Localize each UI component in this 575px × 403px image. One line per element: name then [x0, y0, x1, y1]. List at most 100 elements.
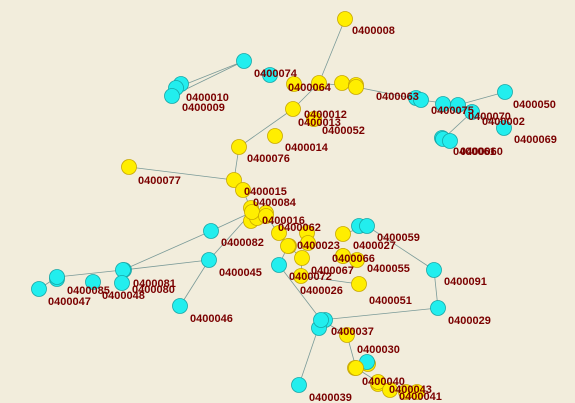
node-label: 0400029: [448, 315, 491, 327]
graph-node-0400045[interactable]: [201, 252, 217, 268]
node-label: 0400008: [352, 25, 395, 37]
graph-node-0400069[interactable]: [496, 120, 512, 136]
graph-node-0400070[interactable]: [450, 97, 466, 113]
graph-node-0400060[interactable]: [442, 133, 458, 149]
node-label: 0400043: [389, 384, 432, 396]
graph-edge: [122, 230, 212, 271]
graph-node-0400085[interactable]: [49, 269, 65, 285]
node-label: 0400040: [362, 376, 405, 388]
graph-edge: [56, 269, 124, 278]
node-label: 0400075: [431, 105, 474, 117]
graph-edge: [366, 225, 435, 271]
node-label: 0400023: [297, 240, 340, 252]
graph-node-0400015[interactable]: [226, 172, 242, 188]
node-label: 0400046: [190, 313, 233, 325]
graph-node-0400012[interactable]: [285, 101, 301, 117]
graph-nodes: [31, 11, 513, 400]
graph-node-0400064[interactable]: [311, 75, 327, 91]
graph-node-0400027[interactable]: [335, 226, 351, 242]
node-label: 0400010: [186, 92, 229, 104]
graph-node-0400055[interactable]: [349, 252, 365, 268]
graph-node[interactable]: [300, 235, 316, 251]
graph-node-0400077[interactable]: [121, 159, 137, 175]
node-label: 0400052: [322, 125, 365, 137]
node-label: 0400072: [289, 271, 332, 283]
node-label: 0400048: [102, 290, 145, 302]
graph-node-0400080[interactable]: [114, 275, 130, 291]
node-label: 0400013: [298, 117, 341, 129]
node-label: 0400080: [132, 284, 175, 296]
node-label: 0400077: [138, 175, 181, 187]
node-label: 0400069: [514, 134, 557, 146]
graph-node-0400072[interactable]: [271, 257, 287, 273]
graph-node-0400084[interactable]: [235, 182, 251, 198]
graph-node-0400076[interactable]: [231, 139, 247, 155]
graph-edge: [457, 91, 506, 106]
graph-node-0400039[interactable]: [291, 377, 307, 393]
graph-node-0400040[interactable]: [348, 360, 364, 376]
graph-node-0400023[interactable]: [280, 238, 296, 254]
node-label: 0400076: [247, 153, 290, 165]
graph-node-0400014[interactable]: [267, 128, 283, 144]
graph-node[interactable]: [286, 76, 302, 92]
graph-node-0400026[interactable]: [293, 268, 309, 284]
graph-node-0400009[interactable]: [164, 88, 180, 104]
graph-node[interactable]: [334, 75, 350, 91]
node-label: 0400085: [67, 285, 110, 297]
node-label: 0400091: [444, 276, 487, 288]
graph-node-0400048[interactable]: [85, 274, 101, 290]
node-label: 0400061: [453, 146, 496, 158]
node-label: 0400060: [460, 146, 503, 158]
graph-node-0400047[interactable]: [31, 281, 47, 297]
node-label: 0400055: [367, 263, 410, 275]
graph-node-0400008[interactable]: [337, 11, 353, 27]
node-label: 0400062: [278, 222, 321, 234]
node-label: 0400047: [48, 296, 91, 308]
node-label: 0400074: [254, 68, 298, 80]
graph-node-0400059[interactable]: [359, 218, 375, 234]
graph-node-0400030[interactable]: [339, 327, 355, 343]
node-label: 0400030: [357, 344, 400, 356]
node-label: 0400084: [253, 197, 297, 209]
graph-node[interactable]: [271, 225, 287, 241]
graph-node-0400046[interactable]: [172, 298, 188, 314]
graph-edge: [300, 275, 360, 285]
node-label: 0400063: [376, 91, 419, 103]
graph-node[interactable]: [262, 67, 278, 83]
graph-node-0400041[interactable]: [382, 382, 398, 398]
node-label: 0400037: [331, 326, 374, 338]
graph-node-0400029[interactable]: [430, 300, 446, 316]
graph-node-0400037[interactable]: [313, 312, 329, 328]
graph-node-0400075[interactable]: [413, 92, 429, 108]
graph-edge: [318, 18, 346, 84]
node-label: 0400059: [377, 232, 420, 244]
graph-node[interactable]: [409, 384, 425, 400]
node-label: 0400009: [182, 102, 225, 114]
graph-edge: [179, 259, 210, 307]
node-label: 0400070: [468, 111, 511, 123]
graph-node-0400052[interactable]: [306, 111, 322, 127]
graph-edge: [122, 259, 210, 271]
node-label: 0400015: [244, 186, 287, 198]
graph-node-0400002[interactable]: [464, 104, 480, 120]
graph-node-0400063[interactable]: [348, 79, 364, 95]
graph-node-0400074[interactable]: [236, 53, 252, 69]
graph-node-0400050[interactable]: [497, 84, 513, 100]
node-label: 0400064: [288, 82, 332, 94]
node-label: 0400045: [219, 267, 262, 279]
graph-node-0400067[interactable]: [294, 250, 310, 266]
node-label: 0400066: [332, 253, 375, 265]
graph-node-0400082[interactable]: [203, 223, 219, 239]
graph-node-0400051[interactable]: [351, 276, 367, 292]
node-label: 0400050: [513, 99, 556, 111]
graph-node-0400091[interactable]: [426, 262, 442, 278]
node-label: 0400012: [304, 109, 347, 121]
graph-edge: [320, 307, 439, 321]
node-label: 0400081: [133, 278, 176, 290]
graph-node-0400062[interactable]: [258, 208, 274, 224]
graph-node-0400043[interactable]: [370, 374, 386, 390]
node-label: 0400002: [482, 116, 525, 128]
node-label: 0400016: [262, 215, 305, 227]
